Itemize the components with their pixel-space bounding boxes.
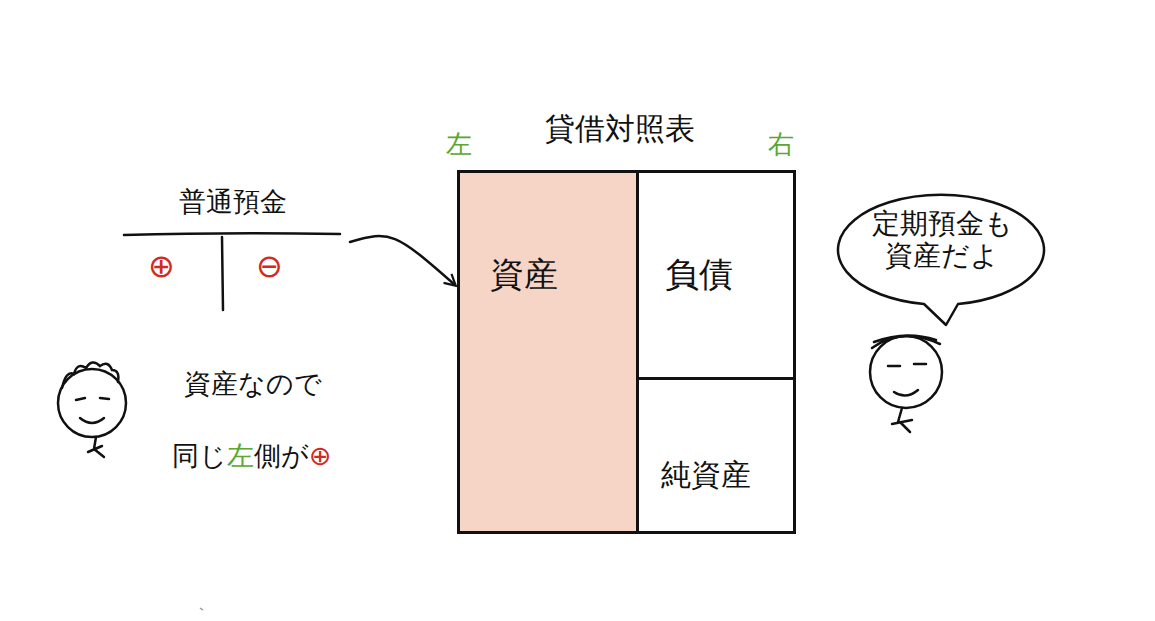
- credit-minus: ⊖: [256, 248, 283, 285]
- person-right: [870, 335, 942, 432]
- assets-box: 資産: [457, 170, 639, 534]
- t-account: 普通預金⊕ ⊖: [118, 182, 348, 317]
- bubble-shape: [838, 195, 1044, 325]
- account-name: 普通預金: [179, 186, 287, 217]
- liabilities-box: 負債: [636, 170, 796, 380]
- diagram-title: 貸借対照表: [545, 112, 695, 147]
- connector-arrow: [350, 236, 455, 285]
- side-label: 左: [446, 130, 472, 160]
- speech-bubble: 定期預金も 資産だよ: [834, 192, 1050, 330]
- side-label: 右: [768, 130, 794, 160]
- box-label: 純資産: [661, 458, 751, 493]
- explanation-text: 資産なので: [184, 368, 322, 399]
- equity-box: 純資産: [636, 377, 796, 534]
- plus-sign: ⊕: [309, 440, 332, 471]
- box-label: 資産: [490, 255, 558, 294]
- explanation-text: 同じ: [172, 440, 227, 471]
- explanation-row: 同じ左側が⊕: [172, 440, 332, 471]
- t-horizontal: [124, 233, 340, 235]
- person-left: [58, 362, 126, 457]
- debit-plus: ⊕: [148, 248, 175, 285]
- bubble-text: 定期預金も 資産だよ: [864, 208, 1020, 272]
- explanation-highlight: 左: [227, 440, 254, 471]
- stray-mark: [200, 608, 203, 610]
- t-vertical: [222, 237, 223, 310]
- explanation-text: 側が: [254, 440, 309, 471]
- box-label: 負債: [665, 255, 733, 294]
